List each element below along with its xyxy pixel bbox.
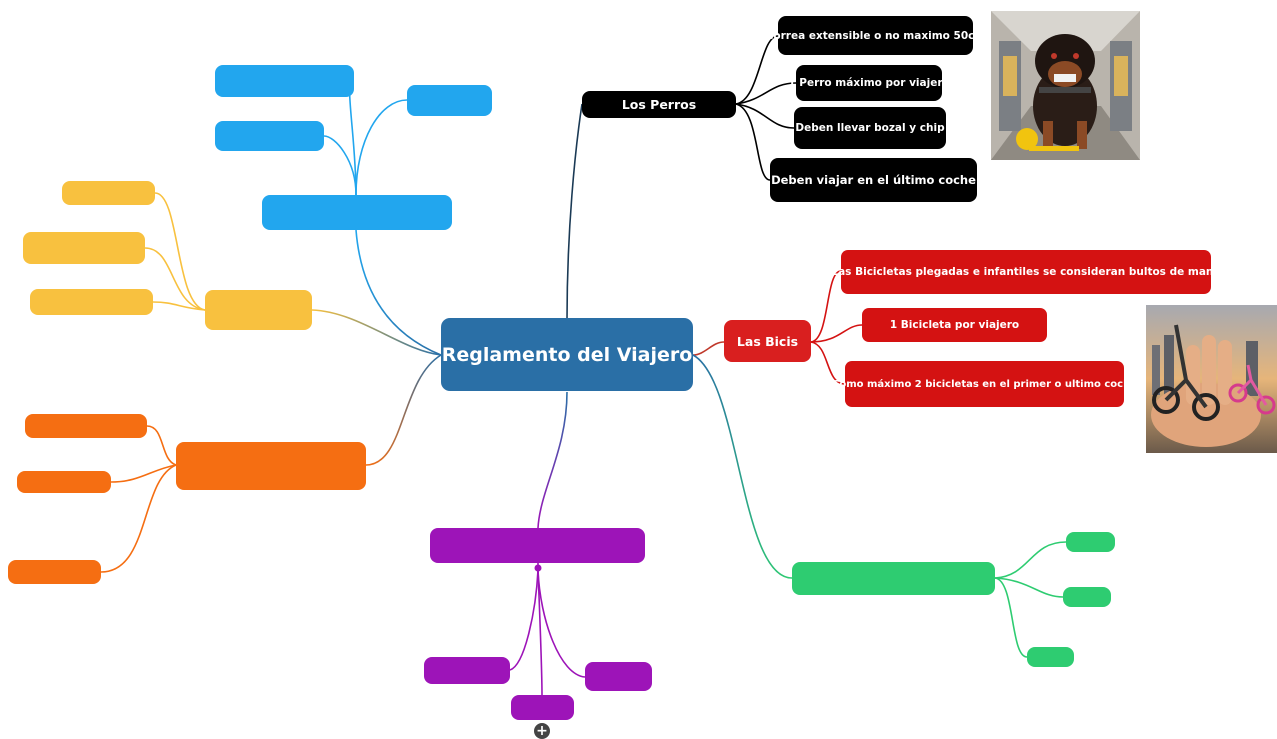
purple-topic[interactable] <box>430 528 645 563</box>
perros-item-1[interactable]: Correa extensible o no maximo 50cm <box>766 16 985 55</box>
rottweiler-photo <box>991 11 1140 160</box>
branch-las-bicis-label: Las Bicis <box>736 333 799 349</box>
perros-item-3-label: Deben llevar bozal y chip <box>795 122 945 134</box>
branch-los-perros-label: Los Perros <box>621 97 697 112</box>
blue-topic[interactable] <box>262 195 452 230</box>
bicis-item-3[interactable]: Como máximo 2 bicicletas en el primer o … <box>832 361 1137 407</box>
orange-topic[interactable] <box>176 442 366 490</box>
green-topic[interactable] <box>792 562 995 595</box>
green-subtopic-2[interactable] <box>1063 587 1111 607</box>
bicis-item-1-label: Las Bicicletas plegadas e infantiles se … <box>831 266 1221 278</box>
bicis-item-3-label: Como máximo 2 bicicletas en el primer o … <box>832 378 1137 390</box>
bicis-item-2-label: 1 Bicicleta por viajero <box>889 319 1020 331</box>
central-topic-label: Reglamento del Viajero <box>441 343 693 366</box>
bicis-item-2[interactable]: 1 Bicicleta por viajero <box>862 308 1047 342</box>
green-subtopic-3[interactable] <box>1027 647 1074 667</box>
perros-item-2-label: 1 Perro máximo por viajero <box>788 77 950 89</box>
bicis-item-1[interactable]: Las Bicicletas plegadas e infantiles se … <box>831 250 1221 294</box>
perros-item-1-label: Correa extensible o no maximo 50cm <box>765 29 986 42</box>
purple-subtopic-1[interactable] <box>424 657 510 684</box>
perros-item-4-label: Deben viajar en el último coche <box>771 173 976 187</box>
add-icon[interactable]: + <box>534 723 550 739</box>
yellow-subtopic-1[interactable] <box>62 181 155 205</box>
yellow-subtopic-3[interactable] <box>30 289 153 315</box>
orange-subtopic-3[interactable] <box>8 560 101 584</box>
blue-subtopic-3[interactable] <box>215 121 324 151</box>
purple-subtopic-3[interactable] <box>511 695 574 720</box>
central-topic[interactable]: Reglamento del Viajero <box>441 318 693 391</box>
branch-los-perros[interactable]: Los Perros <box>582 91 736 118</box>
branch-las-bicis[interactable]: Las Bicis <box>724 320 811 362</box>
blue-subtopic-1[interactable] <box>215 65 354 97</box>
perros-item-2[interactable]: 1 Perro máximo por viajero <box>788 65 950 101</box>
perros-item-3[interactable]: Deben llevar bozal y chip <box>794 107 946 149</box>
yellow-topic[interactable] <box>205 290 312 330</box>
green-subtopic-1[interactable] <box>1066 532 1115 552</box>
orange-subtopic-1[interactable] <box>25 414 147 438</box>
folding-bikes-photo <box>1146 305 1277 453</box>
perros-item-4[interactable]: Deben viajar en el último coche <box>770 158 977 202</box>
blue-subtopic-2[interactable] <box>407 85 492 116</box>
orange-subtopic-2[interactable] <box>17 471 111 493</box>
yellow-subtopic-2[interactable] <box>23 232 145 264</box>
purple-subtopic-2[interactable] <box>585 662 652 691</box>
